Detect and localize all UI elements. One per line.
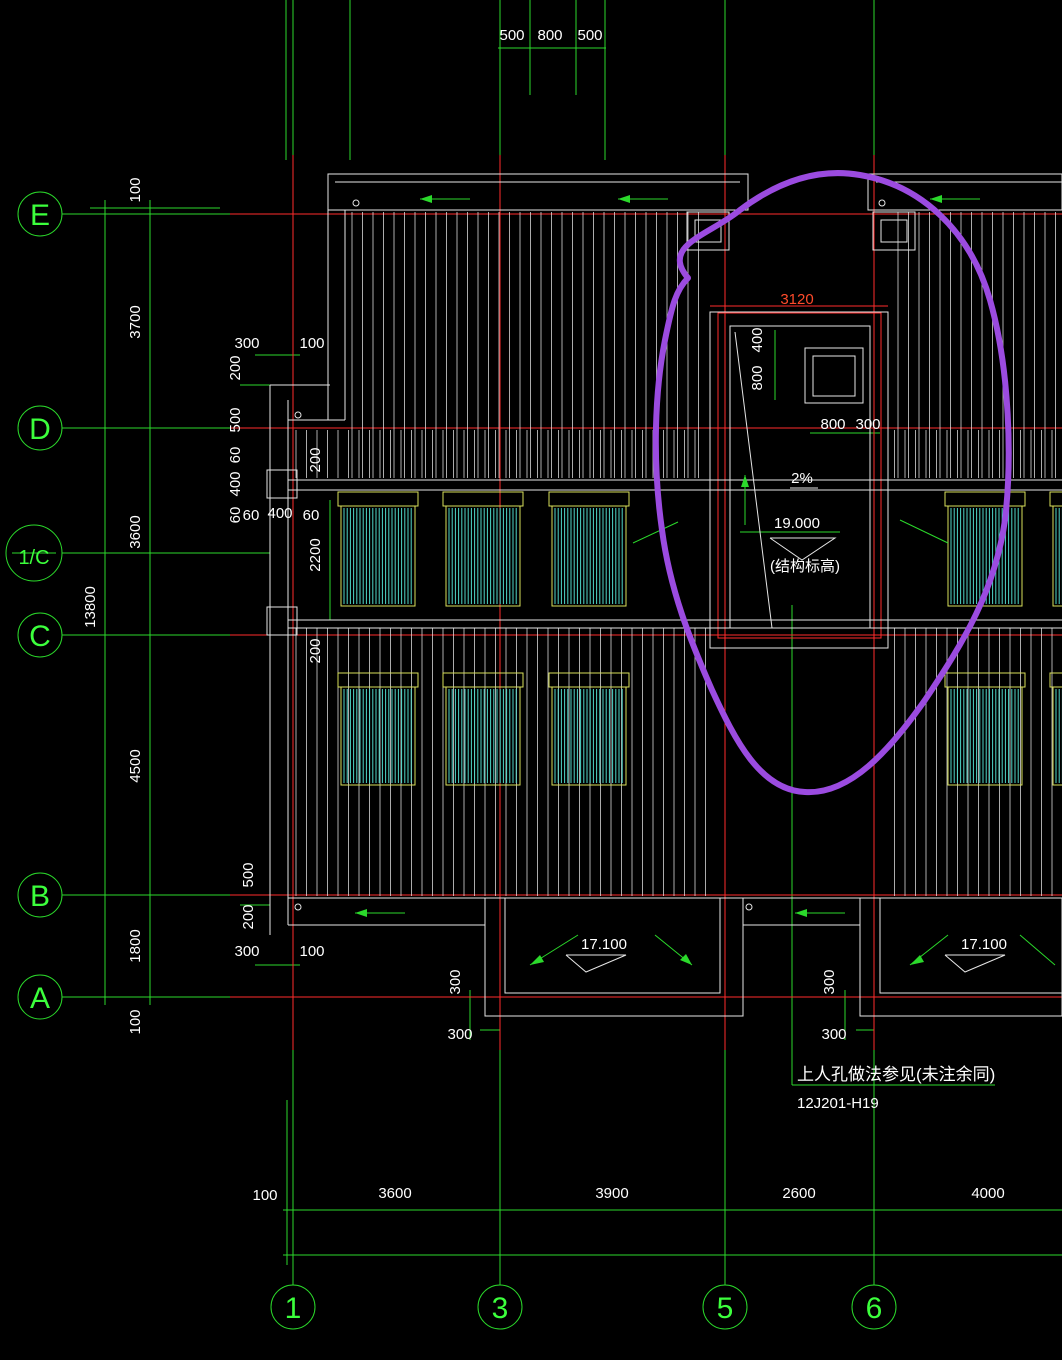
dim-wall-500-a: 500: [227, 407, 244, 432]
axis-bubbles: [5, 191, 897, 1330]
dim-wall-60-a: 60: [227, 447, 244, 464]
panel-header: [442, 491, 524, 507]
dim-top-3: 500: [577, 27, 602, 44]
dim-top-1: 500: [499, 27, 524, 44]
dim-bottom-5: 4000: [971, 1185, 1004, 1202]
panel-header: [337, 491, 419, 507]
dim-left-5: 1800: [127, 929, 144, 962]
dim-bottom-3: 3900: [595, 1185, 628, 1202]
elevation-symbols: [565, 487, 1006, 973]
dim-wall-500-b: 500: [240, 862, 257, 887]
dim-corner-300-a: 300: [447, 969, 464, 994]
note-line-1: 上人孔做法参见(未注余同): [797, 1065, 995, 1084]
dim-hatch-400: 400: [749, 327, 766, 352]
dim-wall-200-d: 200: [240, 904, 257, 929]
dim-top-2: 800: [537, 27, 562, 44]
dim-wall-100-top: 100: [299, 335, 324, 352]
solar-panels: [337, 491, 1062, 786]
axis-label-5: 5: [717, 1292, 734, 1325]
dim-wall-400-a: 400: [227, 471, 244, 496]
dim-wall-200-b: 200: [307, 447, 324, 472]
dim-left-2: 3700: [127, 305, 144, 338]
slope-label: 2%: [791, 470, 813, 487]
highlight-circle: [652, 170, 1012, 796]
panel-body: [340, 505, 416, 607]
axis-label-c: C: [29, 620, 51, 653]
panel-body: [1052, 686, 1062, 786]
axis-red-lines: [230, 155, 1062, 1050]
axis-label-1-c: 1/C: [18, 547, 49, 569]
dim-wall-200-a: 200: [227, 355, 244, 380]
dim-left-total: 13800: [82, 586, 99, 628]
dim-wall-300-top: 300: [234, 335, 259, 352]
axis-label-1: 1: [285, 1292, 302, 1325]
panel-body: [551, 686, 627, 786]
panel-header: [548, 672, 630, 688]
axis-labels: E D 1/C C B A 1 3 5 6: [18, 199, 882, 1325]
dim-hatch-800-horizontal: 800: [820, 416, 845, 433]
dim-bottom-1: 100: [252, 1187, 277, 1204]
axis-label-b: B: [30, 880, 50, 913]
dim-corner-300-b: 300: [447, 1026, 472, 1043]
roof-hatch-mid: [295, 628, 1053, 896]
dim-bottom-4: 2600: [782, 1185, 815, 1202]
elevation-main: 19.000: [774, 515, 820, 532]
axis-label-d: D: [29, 413, 51, 446]
dim-corner-300-c: 300: [821, 969, 838, 994]
panel-body: [947, 686, 1023, 786]
dim-wall-60-b: 60: [227, 507, 244, 524]
panel-body: [551, 505, 627, 607]
dim-left-3: 3600: [127, 515, 144, 548]
dim-left-1: 100: [127, 177, 144, 202]
panel-header: [337, 672, 419, 688]
dim-corner-300-d: 300: [821, 1026, 846, 1043]
roof-hatch-bottom: [295, 430, 1053, 478]
panel-body: [947, 505, 1023, 607]
panel-body: [445, 686, 521, 786]
dim-wall-400-b: 400: [267, 505, 292, 522]
elevation-note: (结构标高): [770, 558, 840, 575]
slope-arrows: [355, 195, 1056, 966]
panel-header: [442, 672, 524, 688]
panel-body: [445, 505, 521, 607]
dim-wall-100-bottom: 100: [299, 943, 324, 960]
elevation-left: 17.100: [581, 936, 627, 953]
dim-wall-60-c: 60: [243, 507, 260, 524]
panel-header: [1049, 491, 1062, 507]
dim-left-6: 100: [127, 1009, 144, 1034]
dim-wall-200-c: 200: [307, 638, 324, 663]
roof-hatch-top: [351, 212, 1056, 478]
annotations: 2% 19.000 (结构标高) 17.100 17.100 上人孔做法参见(未…: [581, 470, 1007, 1112]
axis-label-3: 3: [492, 1292, 509, 1325]
elevation-right: 17.100: [961, 936, 1007, 953]
panel-header: [548, 491, 630, 507]
axis-label-6: 6: [866, 1292, 883, 1325]
axis-label-a: A: [30, 982, 50, 1015]
dim-left-4: 4500: [127, 749, 144, 782]
dim-hatch-width: 3120: [780, 291, 813, 308]
dim-wall-60-d: 60: [303, 507, 320, 524]
axis-label-e: E: [30, 199, 50, 232]
panel-header: [944, 491, 1026, 507]
structure-outline: [266, 173, 1062, 1017]
panel-body: [340, 686, 416, 786]
dimension-text: 500 800 500 13800 100 3700 3600 4500 180…: [82, 27, 1005, 1204]
note-line-2: 12J201-H19: [797, 1095, 879, 1112]
dim-hatch-800-vertical: 800: [749, 365, 766, 390]
dim-wall-300-bottom: 300: [234, 943, 259, 960]
dim-wall-2200: 2200: [307, 538, 324, 571]
dim-bottom-2: 3600: [378, 1185, 411, 1202]
panel-header: [1049, 672, 1062, 688]
dim-hatch-300: 300: [855, 416, 880, 433]
panel-body: [1052, 505, 1062, 607]
